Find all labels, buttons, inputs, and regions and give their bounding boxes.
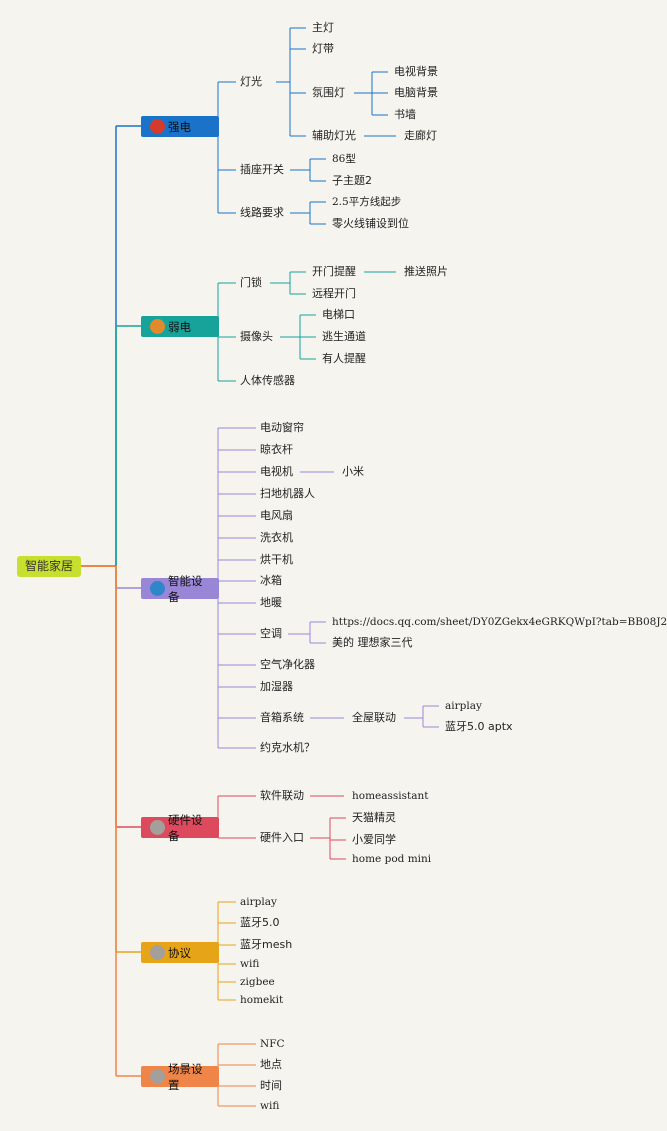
leaf-node[interactable]: 灯带 [312,42,334,55]
leaf-node[interactable]: https://docs.qq.com/sheet/DY0ZGekx4eGRKQ… [332,616,667,628]
branch-node[interactable]: 门锁 [240,276,262,289]
leaf-node[interactable]: 开门提醒 [312,265,356,278]
category-1[interactable]: 弱电 [141,316,219,337]
branch-node[interactable]: 线路要求 [240,206,284,219]
branch-node[interactable]: 晾衣杆 [260,443,293,456]
branch-node[interactable]: NFC [260,1038,285,1050]
leaf-node[interactable]: 走廊灯 [404,129,437,142]
branch-node[interactable]: 软件联动 [260,789,304,802]
leaf-node[interactable]: 电视背景 [394,65,438,78]
branch-node[interactable]: 电动窗帘 [260,421,304,434]
branch-node[interactable]: 插座开关 [240,163,284,176]
branch-node[interactable]: 烘干机 [260,553,293,566]
category-4[interactable]: 协议 [141,942,219,963]
category-bullet-icon [150,820,165,835]
root-node[interactable]: 智能家居 [17,556,82,577]
category-label: 智能设备 [168,573,203,604]
leaf-node[interactable]: 逃生通道 [322,330,366,343]
branch-node[interactable]: 时间 [260,1079,282,1092]
leaf-node[interactable]: 天猫精灵 [352,811,396,824]
category-label: 硬件设备 [168,812,203,843]
branch-node[interactable]: 空气净化器 [260,658,315,671]
branch-node[interactable]: wifi [240,958,260,970]
leaf-node[interactable]: 远程开门 [312,287,356,300]
branch-node[interactable]: 人体传感器 [240,374,295,387]
leaf-node[interactable]: 全屋联动 [352,711,396,724]
leaf-node[interactable]: 电脑背景 [394,86,438,99]
leaf-node[interactable]: 蓝牙5.0 aptx [445,720,513,733]
leaf-node[interactable]: 86型 [332,153,356,165]
branch-node[interactable]: homekit [240,994,284,1006]
branch-node[interactable]: 加湿器 [260,680,293,693]
branch-node[interactable]: 音箱系统 [260,711,304,724]
branch-node[interactable]: 蓝牙5.0 [240,916,280,929]
category-label: 场景设置 [168,1061,203,1092]
leaf-node[interactable]: 推送照片 [404,265,448,278]
branch-node[interactable]: wifi [260,1100,280,1112]
leaf-node[interactable]: 2.5平方线起步 [332,196,402,208]
leaf-node[interactable]: 主灯 [312,21,334,34]
branch-node[interactable]: 约克水机？ [260,741,315,754]
branch-node[interactable]: 冰箱 [260,574,282,587]
category-0[interactable]: 强电 [141,116,219,137]
leaf-node[interactable]: 书墙 [394,108,416,121]
leaf-node[interactable]: homeassistant [352,790,429,802]
category-bullet-icon [150,319,165,334]
branch-node[interactable]: 硬件入口 [260,831,304,844]
branch-node[interactable]: airplay [240,896,277,908]
connector-lines [76,27,439,1107]
leaf-node[interactable]: 电梯口 [322,308,355,321]
category-bullet-icon [150,1069,165,1084]
branch-node[interactable]: 蓝牙mesh [240,938,293,951]
leaf-node[interactable]: airplay [445,700,482,712]
branch-node[interactable]: 洗衣机 [260,531,293,544]
branch-node[interactable]: 电视机 [260,465,293,478]
branch-node[interactable]: 地点 [260,1058,282,1071]
category-bullet-icon [150,581,165,596]
category-label: 弱电 [168,319,191,334]
leaf-node[interactable]: 零火线铺设到位 [332,217,409,230]
leaf-node[interactable]: 小爱同学 [352,833,396,846]
category-2[interactable]: 智能设备 [141,574,219,604]
leaf-node[interactable]: home pod mini [352,853,432,865]
branch-node[interactable]: 电风扇 [260,509,293,522]
leaf-node[interactable]: 有人提醒 [322,352,366,365]
branch-node[interactable]: 灯光 [240,75,262,88]
leaf-node[interactable]: 氛围灯 [312,86,345,99]
mind-map: 智能家居 强电 灯光 主灯灯带氛围灯 电视背景电脑背景书墙辅助灯光 走廊灯插座开关 86型… [17,21,667,1112]
category-bullet-icon [150,119,165,134]
category-label: 强电 [168,119,191,134]
branch-node[interactable]: zigbee [240,976,275,988]
category-3[interactable]: 硬件设备 [141,813,219,843]
branch-node[interactable]: 摄像头 [240,330,273,343]
branch-node[interactable]: 扫地机器人 [260,487,315,500]
branch-node[interactable]: 地暖 [260,596,282,609]
category-bullet-icon [150,945,165,960]
leaf-node[interactable]: 小米 [342,465,364,478]
category-label: 协议 [168,945,191,960]
branch-node[interactable]: 空调 [260,627,282,640]
leaf-node[interactable]: 辅助灯光 [312,129,356,142]
category-5[interactable]: 场景设置 [141,1062,219,1092]
leaf-node[interactable]: 子主题2 [332,174,372,187]
leaf-node[interactable]: 美的 理想家三代 [332,636,413,649]
